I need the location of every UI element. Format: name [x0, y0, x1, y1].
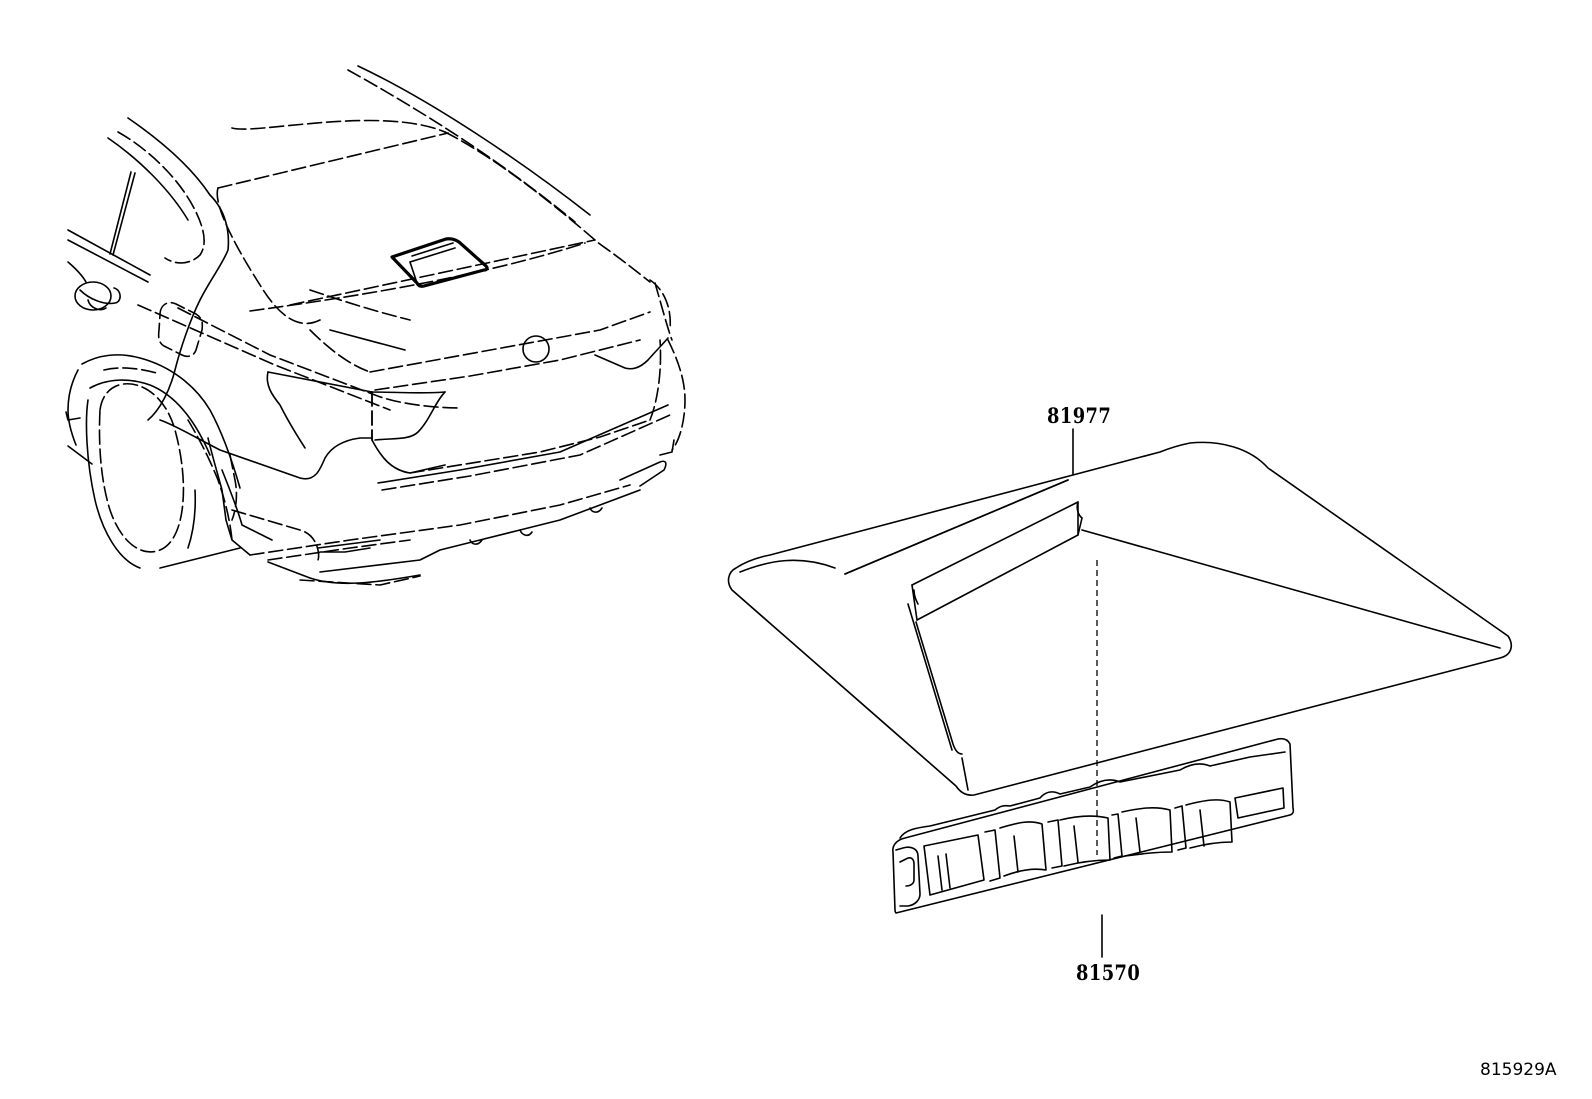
- part-number-label-81570[interactable]: 81570: [1076, 960, 1141, 985]
- diagram-id-label: 815929A: [1480, 1060, 1557, 1080]
- part-number-label-81977[interactable]: 81977: [1047, 403, 1112, 428]
